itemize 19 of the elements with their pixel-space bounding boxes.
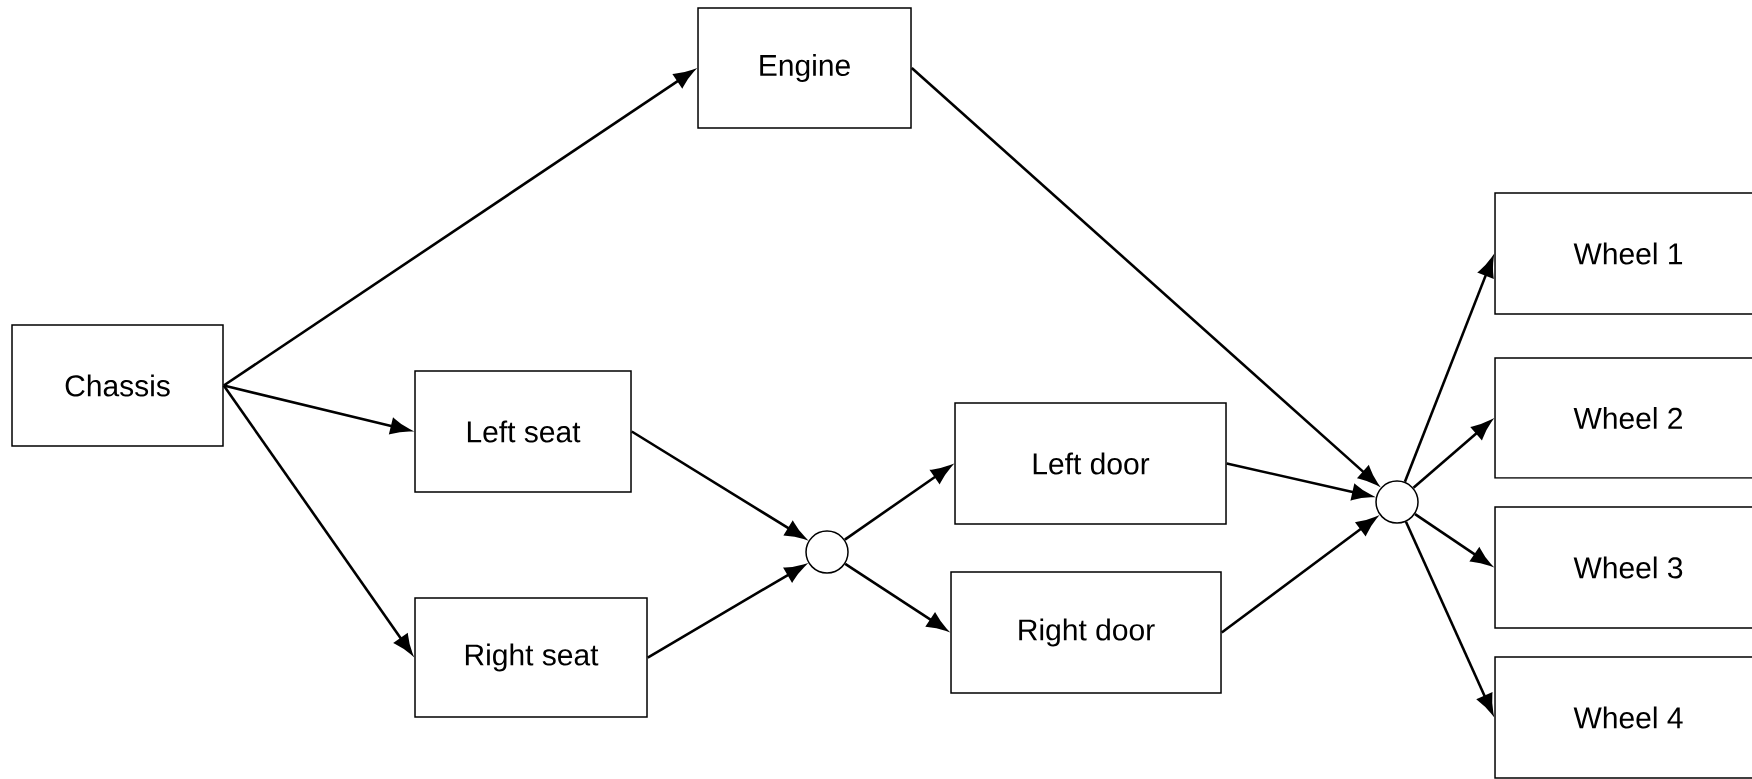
junction-circle [1375,480,1419,524]
process-box: Chassis [11,324,224,447]
arrow [223,69,695,387]
process-box: Engine [697,7,912,129]
arrow [844,562,948,631]
arrow [910,67,1379,486]
process-box: Wheel 2 [1494,357,1752,479]
process-box: Wheel 1 [1494,192,1752,315]
junction-circle [805,530,849,574]
process-box: Left seat [414,370,632,493]
process-box: Right seat [414,597,648,718]
process-box: Wheel 4 [1494,656,1752,779]
process-box: Left door [954,402,1227,525]
arrow [1221,516,1377,634]
arrow [631,430,806,540]
arrow [844,465,952,541]
process-box: Wheel 3 [1494,506,1752,629]
arrow [1412,420,1492,489]
process-box: Right door [950,571,1222,694]
